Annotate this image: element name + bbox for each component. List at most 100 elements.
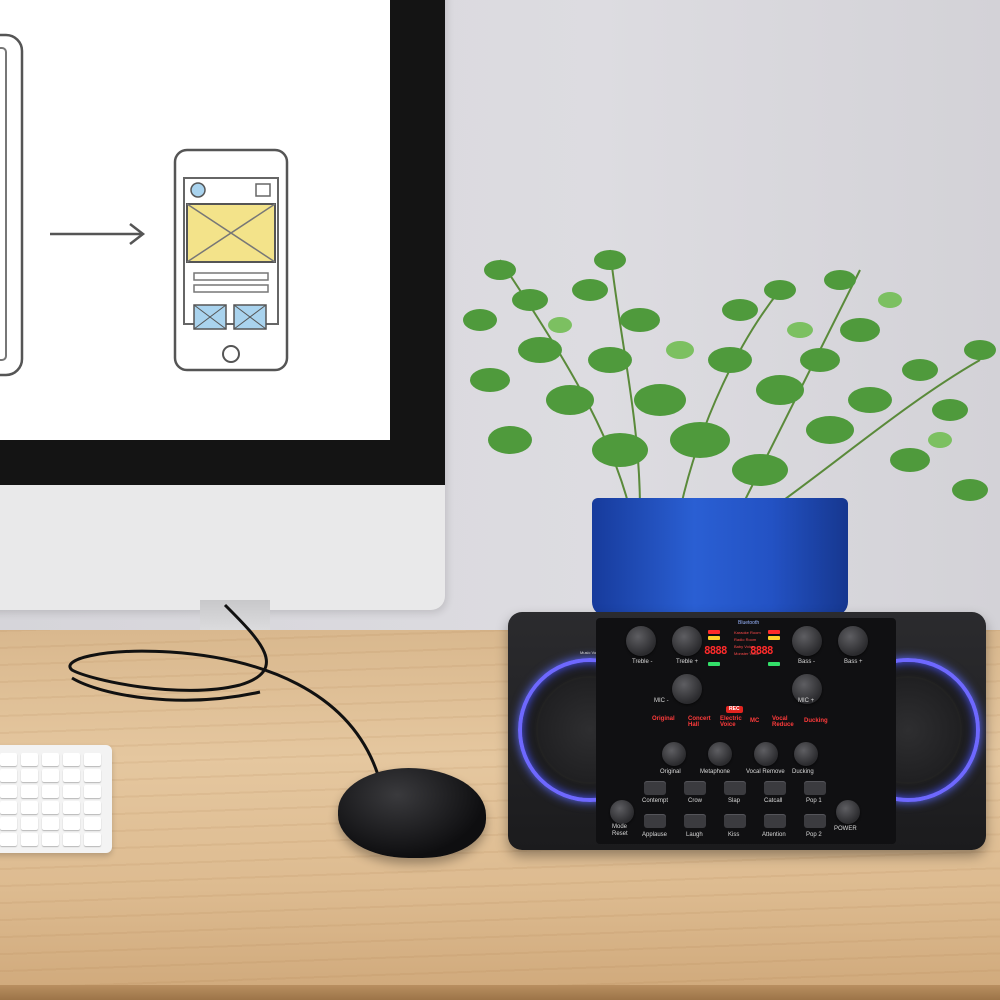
- pad-slap[interactable]: [724, 781, 746, 795]
- keyboard-key[interactable]: [0, 769, 17, 782]
- keyboard-key[interactable]: [84, 785, 101, 798]
- keyboard-key[interactable]: [21, 785, 38, 798]
- mic-up-knob[interactable]: [792, 674, 822, 704]
- plant-leaf: [722, 299, 758, 321]
- plant-leaf: [592, 433, 648, 467]
- keyboard-key[interactable]: [0, 833, 17, 846]
- mic-down-knob[interactable]: [672, 674, 702, 704]
- pad-contempt[interactable]: [644, 781, 666, 795]
- keyboard-key[interactable]: [63, 817, 80, 830]
- led-bar: [708, 630, 720, 634]
- keyboard-key[interactable]: [63, 753, 80, 766]
- keyboard-key[interactable]: [63, 785, 80, 798]
- pad-crow-label: Crow: [688, 798, 703, 804]
- pad-crow[interactable]: [684, 781, 706, 795]
- plant-leaf: [848, 387, 892, 413]
- keyboard-key[interactable]: [21, 833, 38, 846]
- pad-pop-1[interactable]: [804, 781, 826, 795]
- bass-up-knob[interactable]: [838, 626, 868, 656]
- mic-up-label: MIC +: [798, 698, 815, 704]
- pad-attention-label: Attention: [762, 832, 786, 838]
- plant-leaf: [518, 337, 562, 363]
- mode-label: Mode: [612, 824, 628, 830]
- plant-leaf-light: [787, 322, 813, 338]
- keyboard-key[interactable]: [0, 817, 17, 830]
- keyboard-key[interactable]: [21, 801, 38, 814]
- keyboard-key[interactable]: [84, 769, 101, 782]
- treble-up-knob[interactable]: [672, 626, 702, 656]
- plant-leaf: [620, 308, 660, 332]
- pad-contempt-label: Contempt: [642, 798, 669, 804]
- display-title: Bluetooth: [738, 620, 760, 626]
- keyboard-key[interactable]: [0, 801, 17, 814]
- display-left-digits: 8888: [704, 644, 727, 657]
- sketch-arrow-head: [129, 223, 146, 245]
- ducking-knob[interactable]: [794, 742, 818, 766]
- mode-knob[interactable]: [610, 800, 634, 824]
- pad-pop-2[interactable]: [804, 814, 826, 828]
- pad-attention[interactable]: [764, 814, 786, 828]
- keyboard-key[interactable]: [42, 785, 59, 798]
- treble-up-label: Treble +: [676, 659, 698, 665]
- keyboard-key[interactable]: [42, 833, 59, 846]
- sketch-left-screen: [0, 47, 7, 361]
- mouse-cable: [68, 603, 380, 776]
- display-right-digits: 8888: [750, 644, 773, 657]
- plant-leaf-light: [928, 432, 952, 448]
- plant-leaf-light: [666, 341, 694, 359]
- keyboard-key[interactable]: [84, 817, 101, 830]
- plant-leaf-light: [548, 317, 572, 333]
- keyboard-key[interactable]: [42, 817, 59, 830]
- plant-foliage: [463, 249, 996, 511]
- keyboard-key[interactable]: [63, 833, 80, 846]
- sketch-text-line-1: [193, 272, 269, 281]
- pad-kiss[interactable]: [724, 814, 746, 828]
- pad-pop-2-label: Pop 2: [806, 832, 822, 838]
- plant-leaf: [463, 309, 497, 331]
- effect-original: Original: [652, 716, 675, 722]
- power-label: POWER: [834, 826, 857, 832]
- plant-leaf: [890, 448, 930, 472]
- sketch-phone-screen: [183, 177, 279, 325]
- monitor: [0, 0, 445, 610]
- plant-leaf: [484, 260, 516, 280]
- bass-down-knob[interactable]: [792, 626, 822, 656]
- vocal-remove-knob[interactable]: [754, 742, 778, 766]
- pad-laugh[interactable]: [684, 814, 706, 828]
- keyboard-key[interactable]: [84, 833, 101, 846]
- plant-leaf: [902, 359, 938, 381]
- led-bar: [768, 636, 780, 640]
- keyboard-key[interactable]: [21, 817, 38, 830]
- plant-leaf: [756, 375, 804, 405]
- keyboard-key[interactable]: [0, 753, 17, 766]
- original-knob[interactable]: [662, 742, 686, 766]
- power-knob[interactable]: [836, 800, 860, 824]
- keyboard-key[interactable]: [21, 753, 38, 766]
- pad-catcall[interactable]: [764, 781, 786, 795]
- sketch-thumb-2-cross-b: [233, 304, 267, 330]
- bass-down-label: Bass -: [798, 659, 816, 665]
- plant-leaf: [800, 348, 840, 372]
- keyboard-key[interactable]: [63, 769, 80, 782]
- original-knob-label: Original: [660, 769, 681, 775]
- keyboard-key[interactable]: [42, 769, 59, 782]
- keyboard-key[interactable]: [0, 785, 17, 798]
- pad-applause[interactable]: [644, 814, 666, 828]
- metaphone-knob[interactable]: [708, 742, 732, 766]
- keyboard-key[interactable]: [42, 801, 59, 814]
- keyboard-key[interactable]: [63, 801, 80, 814]
- keyboard-key[interactable]: [84, 753, 101, 766]
- keyboard-key[interactable]: [42, 753, 59, 766]
- plant-leaf: [708, 347, 752, 373]
- plant-leaf: [964, 340, 996, 360]
- reset-label: Reset: [612, 831, 628, 837]
- keyboard-key[interactable]: [84, 801, 101, 814]
- bass-up-label: Bass +: [844, 659, 863, 665]
- treble-down-knob[interactable]: [626, 626, 656, 656]
- sketch-avatar-icon: [190, 182, 206, 198]
- keyboard: [0, 745, 112, 853]
- rec-badge: REC: [726, 706, 743, 713]
- sketch-left-device: [0, 33, 24, 377]
- metaphone-knob-label: Metaphone: [700, 769, 731, 775]
- keyboard-key[interactable]: [21, 769, 38, 782]
